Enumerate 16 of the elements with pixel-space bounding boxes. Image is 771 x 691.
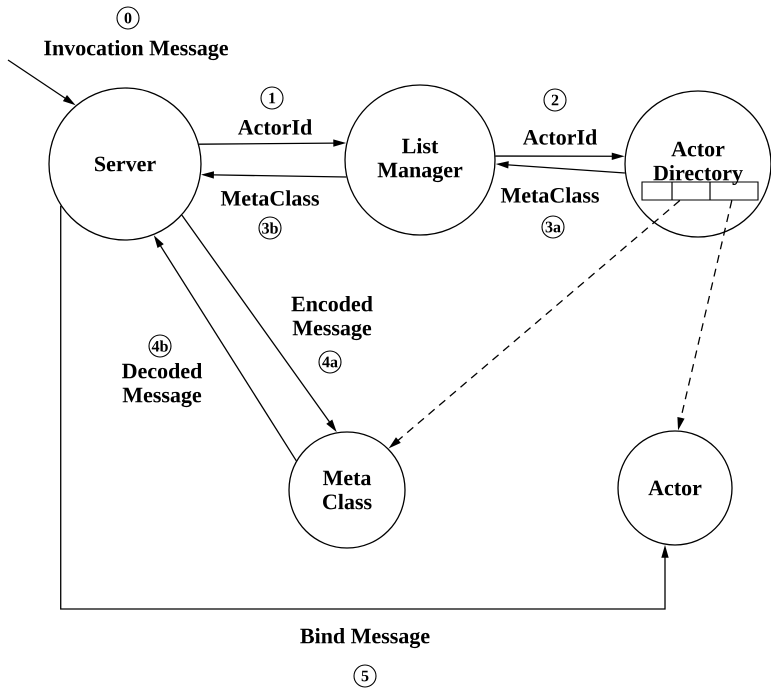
- edge-label: Decoded Message: [111, 362, 213, 408]
- edge-label: MetaClass: [500, 186, 600, 204]
- callout-number: 3a: [541, 215, 565, 239]
- edge-label: ActorId: [236, 118, 314, 136]
- edge-label: Encoded Message: [281, 294, 383, 342]
- callout-number: 4b: [148, 334, 172, 358]
- callout-number: 3b: [258, 216, 282, 240]
- edge-label: Bind Message: [298, 626, 432, 650]
- edge-label: MetaClass: [220, 189, 320, 207]
- callout-number: 4a: [318, 350, 342, 374]
- edge-label: Invocation Message: [42, 38, 230, 62]
- callout-number: 2: [543, 88, 567, 112]
- callout-number: 1: [260, 86, 284, 110]
- callout-number: 0: [116, 6, 140, 30]
- callout-number: 5: [353, 664, 377, 688]
- edge-label: ActorId: [522, 128, 598, 146]
